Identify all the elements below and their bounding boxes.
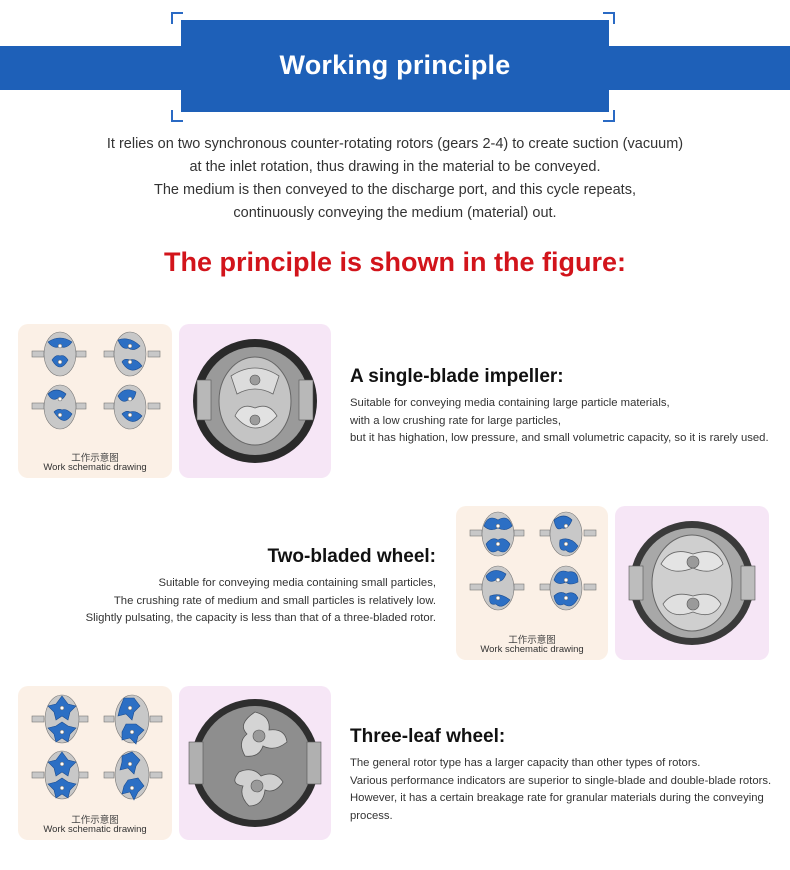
schematic-caption-cn: 工作示意图: [508, 635, 556, 646]
intro-text: It relies on two synchronous counter-rot…: [40, 133, 750, 225]
intro-line: It relies on two synchronous counter-rot…: [106, 136, 684, 152]
title-corner-decoration: [603, 12, 615, 24]
title-corner-decoration: [171, 110, 183, 122]
photo-panel-single-blade: [179, 324, 331, 478]
section-line: Suitable for conveying media containing …: [350, 397, 670, 409]
section-single-blade: A single-blade impeller: Suitable for co…: [350, 366, 790, 448]
schematic-panel-three-leaf: 工作示意图 Work schematic drawing: [18, 686, 172, 840]
section-line: However, it has a certain breakage rate …: [350, 792, 764, 804]
photo-panel-three-leaf: [179, 686, 331, 840]
section-two-bladed: Two-bladed wheel: Suitable for conveying…: [30, 546, 436, 628]
section-line: The general rotor type has a larger capa…: [350, 757, 701, 769]
section-line: with a low crushing rate for large parti…: [350, 414, 561, 427]
section-line: but it has highation, low pressure, and …: [350, 432, 769, 444]
schematic-panel-single-blade: 工作示意图 Work schematic drawing: [18, 324, 172, 478]
section-line: process.: [350, 809, 393, 822]
schematic-caption-en: Work schematic drawing: [43, 824, 147, 835]
title-corner-decoration: [171, 12, 183, 24]
section-line: Suitable for conveying media containing …: [158, 577, 436, 589]
section-title: Two-bladed wheel:: [267, 546, 436, 567]
two-bladed-rotor-photo: [628, 521, 756, 645]
intro-line: continuously conveying the medium (mater…: [233, 205, 557, 221]
section-line: Slightly pulsating, the capacity is less…: [85, 612, 436, 624]
section-three-leaf: Three-leaf wheel: The general rotor type…: [350, 726, 790, 825]
photo-panel-two-bladed: [615, 506, 769, 660]
page-title: Working principle: [279, 50, 511, 80]
intro-line: at the inlet rotation, thus drawing in t…: [189, 159, 601, 175]
intro-line: The medium is then conveyed to the disch…: [154, 182, 636, 198]
schematic-caption-cn: 工作示意图: [71, 815, 119, 826]
section-line: Various performance indicators are super…: [350, 774, 772, 787]
section-title: A single-blade impeller:: [350, 366, 564, 387]
section-title: Three-leaf wheel:: [350, 726, 506, 747]
single-blade-schematic-diagram: [31, 331, 161, 430]
title-corner-decoration: [603, 110, 615, 122]
schematic-panel-two-bladed: 工作示意图 Work schematic drawing: [456, 506, 608, 660]
three-leaf-rotor-photo: [188, 699, 322, 827]
schematic-caption-en: Work schematic drawing: [43, 462, 147, 473]
three-leaf-schematic-diagram: [31, 694, 163, 801]
two-bladed-schematic-diagram: [469, 511, 597, 611]
principle-heading: The principle is shown in the figure:: [163, 247, 627, 277]
single-blade-rotor-photo: [193, 339, 317, 463]
section-line: The crushing rate of medium and small pa…: [113, 594, 436, 607]
schematic-caption-en: Work schematic drawing: [480, 644, 584, 655]
schematic-caption-cn: 工作示意图: [71, 453, 119, 464]
title-box: Working principle: [181, 20, 609, 112]
